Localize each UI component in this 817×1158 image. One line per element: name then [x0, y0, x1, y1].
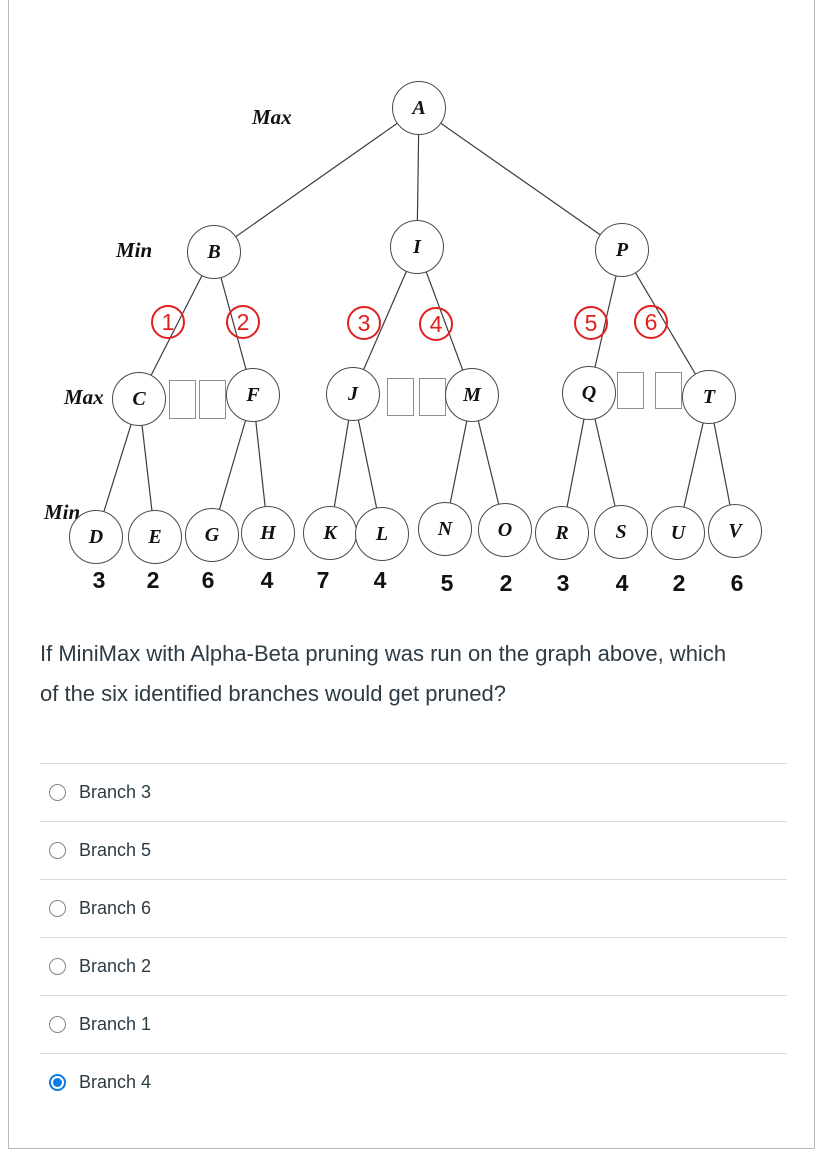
leaf-value: 2 [499, 570, 513, 596]
option-branch-1[interactable]: Branch 1 [40, 995, 787, 1053]
leaf-value: 4 [615, 570, 629, 596]
value-slot [655, 372, 682, 409]
answer-options: Branch 3 Branch 5 Branch 6 Branch 2 Bran… [40, 763, 787, 1111]
value-slot [419, 378, 446, 416]
branch-number-2: 2 [226, 305, 260, 339]
minimax-tree-diagram: Max Min Max Min A B I P C F J M Q T 1 2 … [44, 81, 762, 596]
branch-number-4: 4 [419, 307, 453, 341]
leaf-node-V: V [708, 504, 762, 558]
leaf-value: 4 [260, 567, 274, 593]
branch-number-6: 6 [634, 305, 668, 339]
tree-node-P: P [595, 223, 649, 277]
radio-button[interactable] [49, 842, 66, 859]
leaf-value: 3 [92, 567, 106, 593]
tree-node-M: M [445, 368, 499, 422]
option-label: Branch 3 [79, 782, 152, 802]
option-branch-2[interactable]: Branch 2 [40, 937, 787, 995]
leaf-value: 4 [373, 567, 387, 593]
option-label: Branch 2 [79, 956, 152, 976]
leaf-value: 3 [556, 570, 570, 596]
branch-number-5: 5 [574, 306, 608, 340]
tree-node-A: A [392, 81, 446, 135]
level-label-min: Min [116, 238, 153, 262]
tree-node-Q: Q [562, 366, 616, 420]
leaf-value: 5 [440, 570, 454, 596]
leaf-node-S: S [594, 505, 648, 559]
branch-number-3: 3 [347, 306, 381, 340]
leaf-node-R: R [535, 506, 589, 560]
value-slot [169, 380, 196, 419]
radio-button-selected[interactable] [49, 1074, 66, 1091]
leaf-value: 2 [146, 567, 160, 593]
leaf-value: 2 [672, 570, 686, 596]
leaf-value: 6 [201, 567, 215, 593]
leaf-node-O: O [478, 503, 532, 557]
tree-node-B: B [187, 225, 241, 279]
value-slot [387, 378, 414, 416]
value-slot [617, 372, 644, 409]
leaf-node-E: E [128, 510, 182, 564]
level-label-max: Max [64, 385, 104, 409]
option-branch-5[interactable]: Branch 5 [40, 821, 787, 879]
tree-node-I: I [390, 220, 444, 274]
leaf-node-G: G [185, 508, 239, 562]
leaf-value: 7 [316, 567, 330, 593]
radio-button[interactable] [49, 900, 66, 917]
question-text: If MiniMax with Alpha-Beta pruning was r… [40, 641, 727, 706]
leaf-node-H: H [241, 506, 295, 560]
option-label: Branch 6 [79, 898, 152, 918]
radio-button[interactable] [49, 958, 66, 975]
option-branch-4[interactable]: Branch 4 [40, 1053, 787, 1111]
radio-button[interactable] [49, 1016, 66, 1033]
leaf-node-L: L [355, 507, 409, 561]
leaf-node-D: D [69, 510, 123, 564]
leaf-node-K: K [303, 506, 357, 560]
radio-button[interactable] [49, 784, 66, 801]
value-slot [199, 380, 226, 419]
leaf-node-N: N [418, 502, 472, 556]
leaf-node-U: U [651, 506, 705, 560]
tree-node-T: T [682, 370, 736, 424]
tree-node-F: F [226, 368, 280, 422]
tree-node-J: J [326, 367, 380, 421]
tree-node-C: C [112, 372, 166, 426]
option-label: Branch 4 [79, 1072, 152, 1092]
option-branch-6[interactable]: Branch 6 [40, 879, 787, 937]
level-label-max-root: Max [252, 105, 292, 129]
leaf-value: 6 [730, 570, 744, 596]
option-label: Branch 1 [79, 1014, 152, 1034]
branch-number-1: 1 [151, 305, 185, 339]
option-label: Branch 5 [79, 840, 152, 860]
option-branch-3[interactable]: Branch 3 [40, 763, 787, 821]
